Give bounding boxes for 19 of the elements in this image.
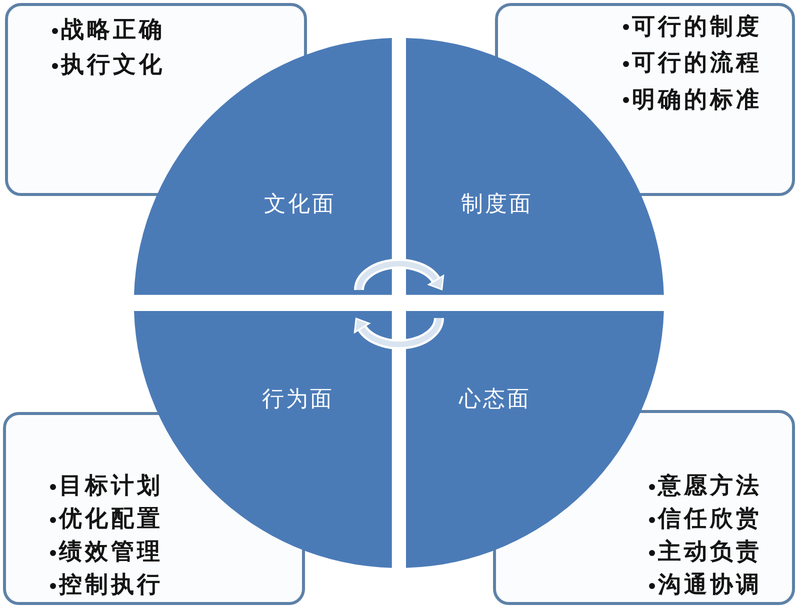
list-item: 战略正确 <box>61 18 165 44</box>
list-item: 执行文化 <box>61 52 165 78</box>
list-item: 优化配置 <box>59 506 163 532</box>
list-item: 沟通协调 <box>658 572 762 598</box>
list-item: 绩效管理 <box>59 540 163 566</box>
quadrant-label: 行为面 <box>262 388 334 412</box>
list-item: 主动负责 <box>658 540 762 566</box>
list-item: 可行的流程 <box>632 51 762 76</box>
list-item: 目标计划 <box>59 474 163 500</box>
quadrant-label: 文化面 <box>264 192 336 218</box>
list-item: 控制执行 <box>59 572 163 598</box>
curved-arrow <box>354 258 444 290</box>
list-item: 信任欣赏 <box>658 506 762 532</box>
quadrant-label: 制度面 <box>461 192 533 218</box>
curved-arrow <box>354 318 444 350</box>
quadrant-label: 心态面 <box>459 388 531 412</box>
list-item: 明确的标准 <box>632 88 762 113</box>
list-item: 可行的制度 <box>632 14 762 40</box>
list-item: 意愿方法 <box>658 474 762 500</box>
